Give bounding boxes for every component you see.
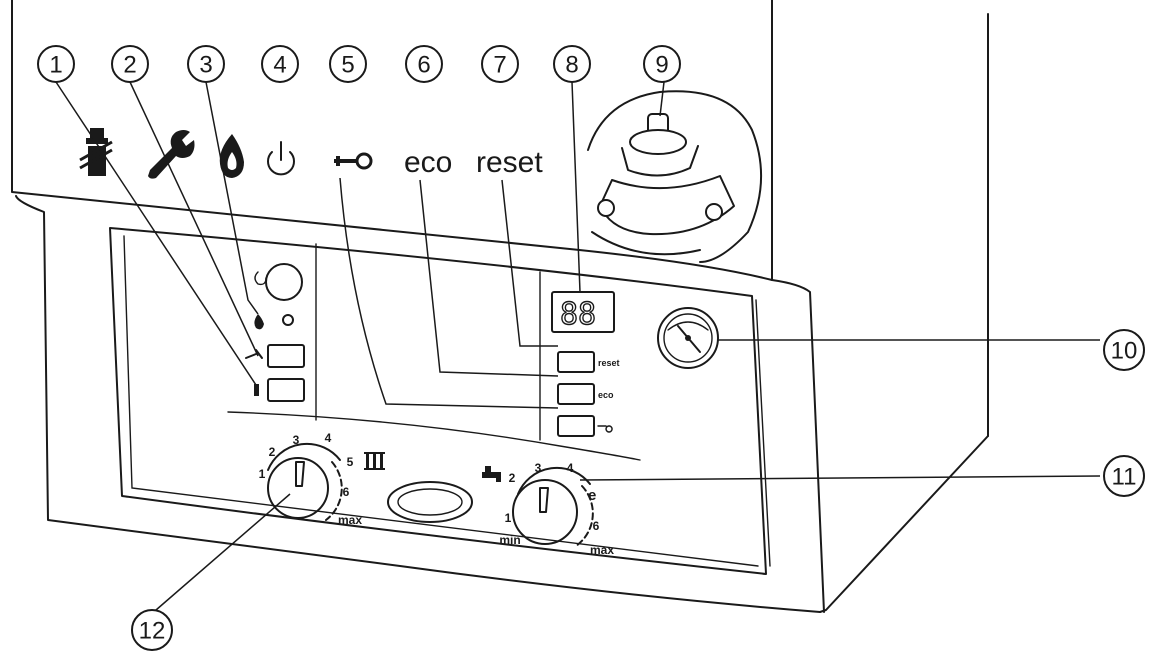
callout-2: 2 bbox=[111, 45, 149, 83]
key-lock-button[interactable] bbox=[557, 415, 595, 437]
tap-icon bbox=[482, 466, 501, 482]
power-icon bbox=[267, 141, 295, 176]
callout-number-12: 12 bbox=[139, 618, 166, 645]
right-control-buttons: reset eco bbox=[557, 351, 620, 437]
callout-circle-11 bbox=[1103, 455, 1145, 497]
radiator-icon bbox=[364, 452, 385, 470]
water-tick-3: 3 bbox=[535, 461, 542, 475]
heating-tick-3: 3 bbox=[293, 433, 300, 447]
flame-indicator-lamp bbox=[282, 314, 294, 326]
callout-7: 7 bbox=[481, 45, 519, 83]
small-key-icon bbox=[597, 425, 613, 433]
wrench-icon bbox=[148, 130, 195, 179]
callout-circle-2 bbox=[111, 45, 149, 83]
callout-circle-12 bbox=[131, 609, 173, 651]
heating-temperature-dial[interactable]: 1 2 3 4 5 6 max bbox=[259, 431, 385, 527]
display-digits: 88 bbox=[560, 297, 596, 332]
reset-button[interactable] bbox=[557, 351, 595, 373]
small-chimney-icon bbox=[254, 384, 259, 396]
hot-water-temperature-dial[interactable]: 2 3 4 e 6 max 1 min bbox=[482, 461, 614, 557]
callout-11: 11 bbox=[1103, 455, 1145, 497]
center-window bbox=[387, 481, 473, 523]
heating-tick-max: max bbox=[338, 513, 362, 527]
eco-button[interactable] bbox=[557, 383, 595, 405]
chimney-sweep-button[interactable] bbox=[267, 378, 305, 402]
flame-icon bbox=[219, 134, 244, 178]
pressure-gauge bbox=[657, 307, 719, 369]
heating-tick-6: 6 bbox=[343, 485, 350, 499]
control-panel-frame bbox=[109, 227, 771, 575]
heating-tick-4: 4 bbox=[325, 431, 332, 445]
callout-circle-10 bbox=[1103, 329, 1145, 371]
water-tick-max: max bbox=[590, 543, 614, 557]
heating-tick-2: 2 bbox=[269, 445, 276, 459]
callout-number-2: 2 bbox=[123, 52, 136, 79]
callout-circle-4 bbox=[261, 45, 299, 83]
eco-label: eco bbox=[404, 146, 452, 179]
service-button[interactable] bbox=[267, 344, 305, 368]
leader-lines bbox=[55, 81, 1101, 611]
callout-1: 1 bbox=[37, 45, 75, 83]
heating-tick-1: 1 bbox=[259, 467, 266, 481]
callout-circle-9 bbox=[643, 45, 681, 83]
callout-number-9: 9 bbox=[655, 52, 668, 79]
left-control-buttons bbox=[245, 263, 305, 402]
water-tick-4: 4 bbox=[567, 461, 574, 475]
small-flame-icon bbox=[254, 314, 264, 330]
callout-circle-3 bbox=[187, 45, 225, 83]
callout-9: 9 bbox=[643, 45, 681, 83]
power-switch[interactable] bbox=[265, 263, 303, 301]
heating-tick-5: 5 bbox=[347, 455, 354, 469]
water-tick-e: e bbox=[588, 487, 596, 504]
callout-number-8: 8 bbox=[565, 52, 578, 79]
callout-6: 6 bbox=[405, 45, 443, 83]
key-lock-icon bbox=[334, 152, 373, 170]
reset-label: reset bbox=[476, 146, 543, 179]
small-wrench-icon bbox=[245, 349, 263, 359]
callout-12: 12 bbox=[131, 609, 173, 651]
boiler-casing bbox=[11, 0, 989, 613]
water-tick-1: 1 bbox=[505, 511, 512, 525]
pressure-relief-valve bbox=[587, 90, 763, 263]
callout-number-5: 5 bbox=[341, 52, 354, 79]
digital-display: 88 bbox=[551, 291, 615, 333]
water-tick-6: 6 bbox=[593, 519, 600, 533]
callout-circle-5 bbox=[329, 45, 367, 83]
callout-number-6: 6 bbox=[417, 52, 430, 79]
callout-number-11: 11 bbox=[1112, 464, 1137, 491]
callout-circle-6 bbox=[405, 45, 443, 83]
callout-number-4: 4 bbox=[273, 52, 286, 79]
callout-circle-7 bbox=[481, 45, 519, 83]
water-tick-2: 2 bbox=[509, 471, 516, 485]
callout-circle-8 bbox=[553, 45, 591, 83]
chimney-sweep-icon bbox=[79, 128, 113, 176]
callout-5: 5 bbox=[329, 45, 367, 83]
callout-number-3: 3 bbox=[199, 52, 212, 79]
small-power-icon bbox=[254, 271, 267, 286]
callout-number-10: 10 bbox=[1111, 338, 1138, 365]
reset-button-label: reset bbox=[598, 358, 620, 368]
callout-circle-1 bbox=[37, 45, 75, 83]
callout-number-1: 1 bbox=[49, 52, 62, 79]
callout-10: 10 bbox=[1103, 329, 1145, 371]
callout-4: 4 bbox=[261, 45, 299, 83]
eco-button-label: eco bbox=[598, 390, 614, 400]
callout-3: 3 bbox=[187, 45, 225, 83]
callout-number-7: 7 bbox=[493, 52, 506, 79]
water-tick-min: min bbox=[499, 533, 520, 547]
top-icon-row: eco reset bbox=[79, 128, 543, 179]
callout-8: 8 bbox=[553, 45, 591, 83]
